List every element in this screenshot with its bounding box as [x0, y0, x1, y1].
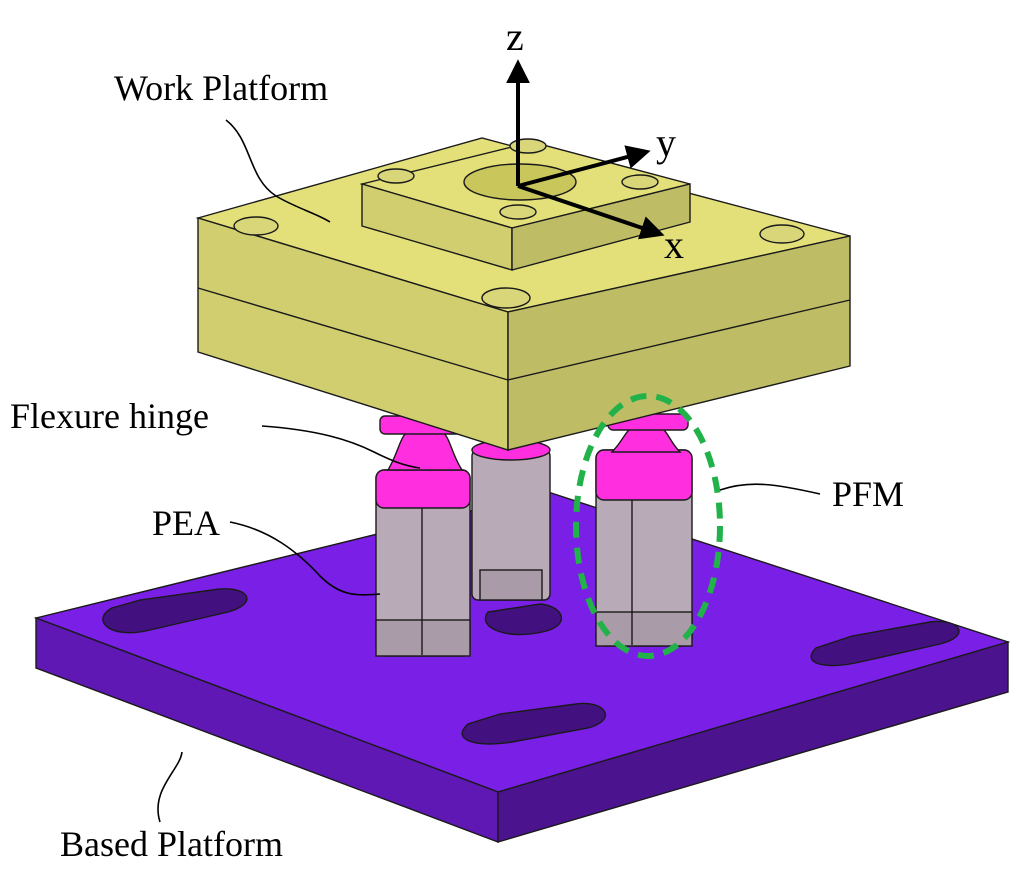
slot-bottom [461, 702, 607, 745]
actuator-right [595, 413, 693, 647]
based-platform [33, 491, 1011, 844]
work-platform-right-face [507, 235, 851, 451]
slot-right [810, 620, 960, 667]
label-work-platform: Work Platform [114, 68, 328, 108]
slot-left [102, 588, 248, 634]
bolt-heads [233, 138, 805, 309]
z-axis-label: z [506, 14, 524, 59]
actuator-rear [471, 439, 551, 601]
y-axis [517, 145, 651, 188]
label-flexure-hinge: Flexure hinge [10, 396, 209, 436]
pfm-highlight [573, 393, 723, 659]
x-axis [517, 184, 665, 240]
actuator-left [375, 415, 471, 657]
label-pea: PEA [152, 503, 220, 543]
callout-leaders [157, 119, 821, 823]
label-pfm: PFM [832, 474, 904, 514]
x-axis-label: x [664, 222, 684, 267]
based-platform-right-face [497, 641, 1009, 843]
y-axis-label: y [656, 120, 676, 165]
slot-center [484, 603, 563, 636]
flexure-hinge-left [386, 429, 464, 471]
coordinate-axes: z y x [506, 14, 684, 267]
label-based-platform: Based Platform [60, 824, 283, 864]
